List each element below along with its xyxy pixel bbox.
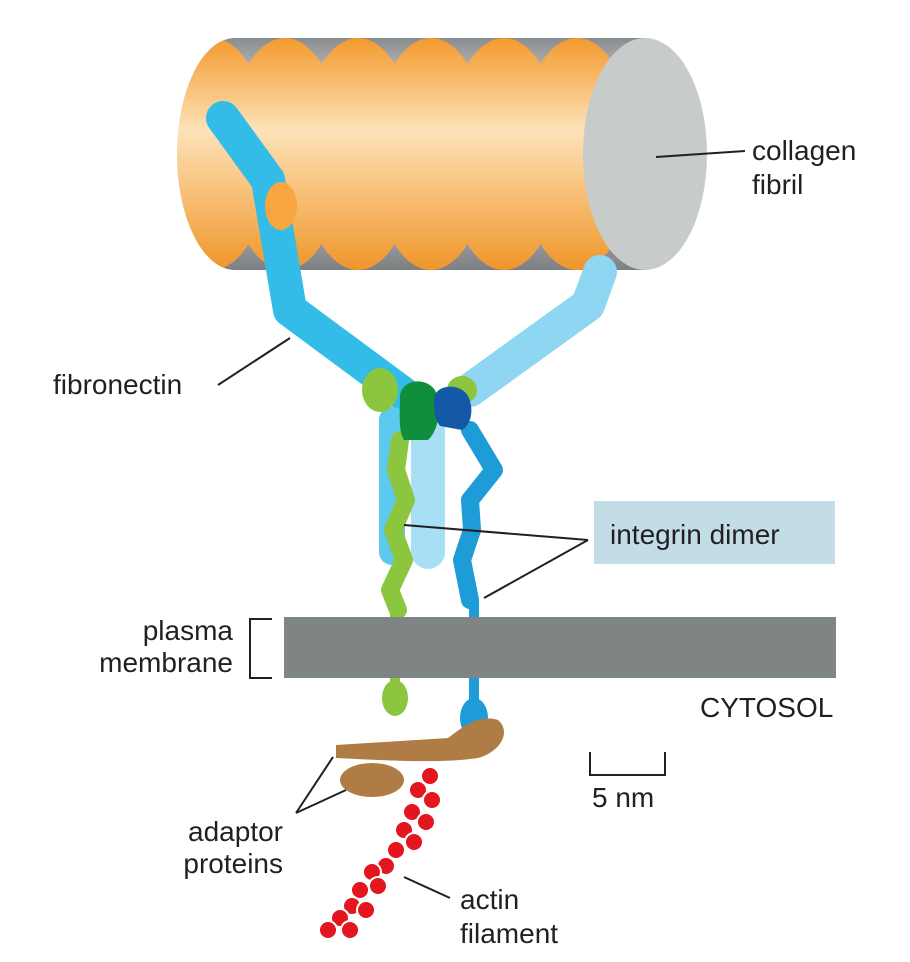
integrin-leader-line-beta (483, 539, 589, 599)
collagen-bands (177, 38, 635, 270)
adaptor-label-line1: adaptor (188, 816, 283, 847)
collagen-label-line1: collagen (752, 135, 856, 166)
integrin-label-box (594, 501, 835, 564)
fibronectin-label: fibronectin (53, 369, 182, 400)
actin-label-line1: actin (460, 884, 519, 915)
integrin-leader-line-alpha (403, 524, 589, 541)
membrane-bracket (249, 618, 272, 679)
plasma-label-line2: membrane (99, 647, 233, 678)
collagen-label-line2: fibril (752, 169, 803, 200)
adaptor-leader-line-2 (295, 789, 347, 814)
collagen-leader-line (655, 150, 746, 158)
actin-label-line2: filament (460, 918, 558, 949)
leader-lines (217, 150, 746, 899)
plasma-label-line1: plasma (143, 615, 234, 646)
adaptor-proteins (336, 718, 505, 797)
collagen-fibril-end (583, 38, 707, 270)
collagen-fibril (177, 38, 707, 270)
adaptor-leader-line-1 (295, 756, 334, 814)
actin-leader-line (403, 876, 451, 899)
integrin-dimer-label: integrin dimer (610, 519, 780, 550)
fibronectin-collagen-binding-site (265, 182, 297, 230)
fibronectin-leader-line (217, 337, 291, 386)
cytosol-label: CYTOSOL (700, 692, 833, 723)
scale-label: 5 nm (592, 782, 654, 813)
scale-bar (589, 752, 666, 776)
adaptor-label-line2: proteins (183, 848, 283, 879)
plasma-membrane (284, 617, 836, 678)
actin-filament (318, 766, 442, 940)
